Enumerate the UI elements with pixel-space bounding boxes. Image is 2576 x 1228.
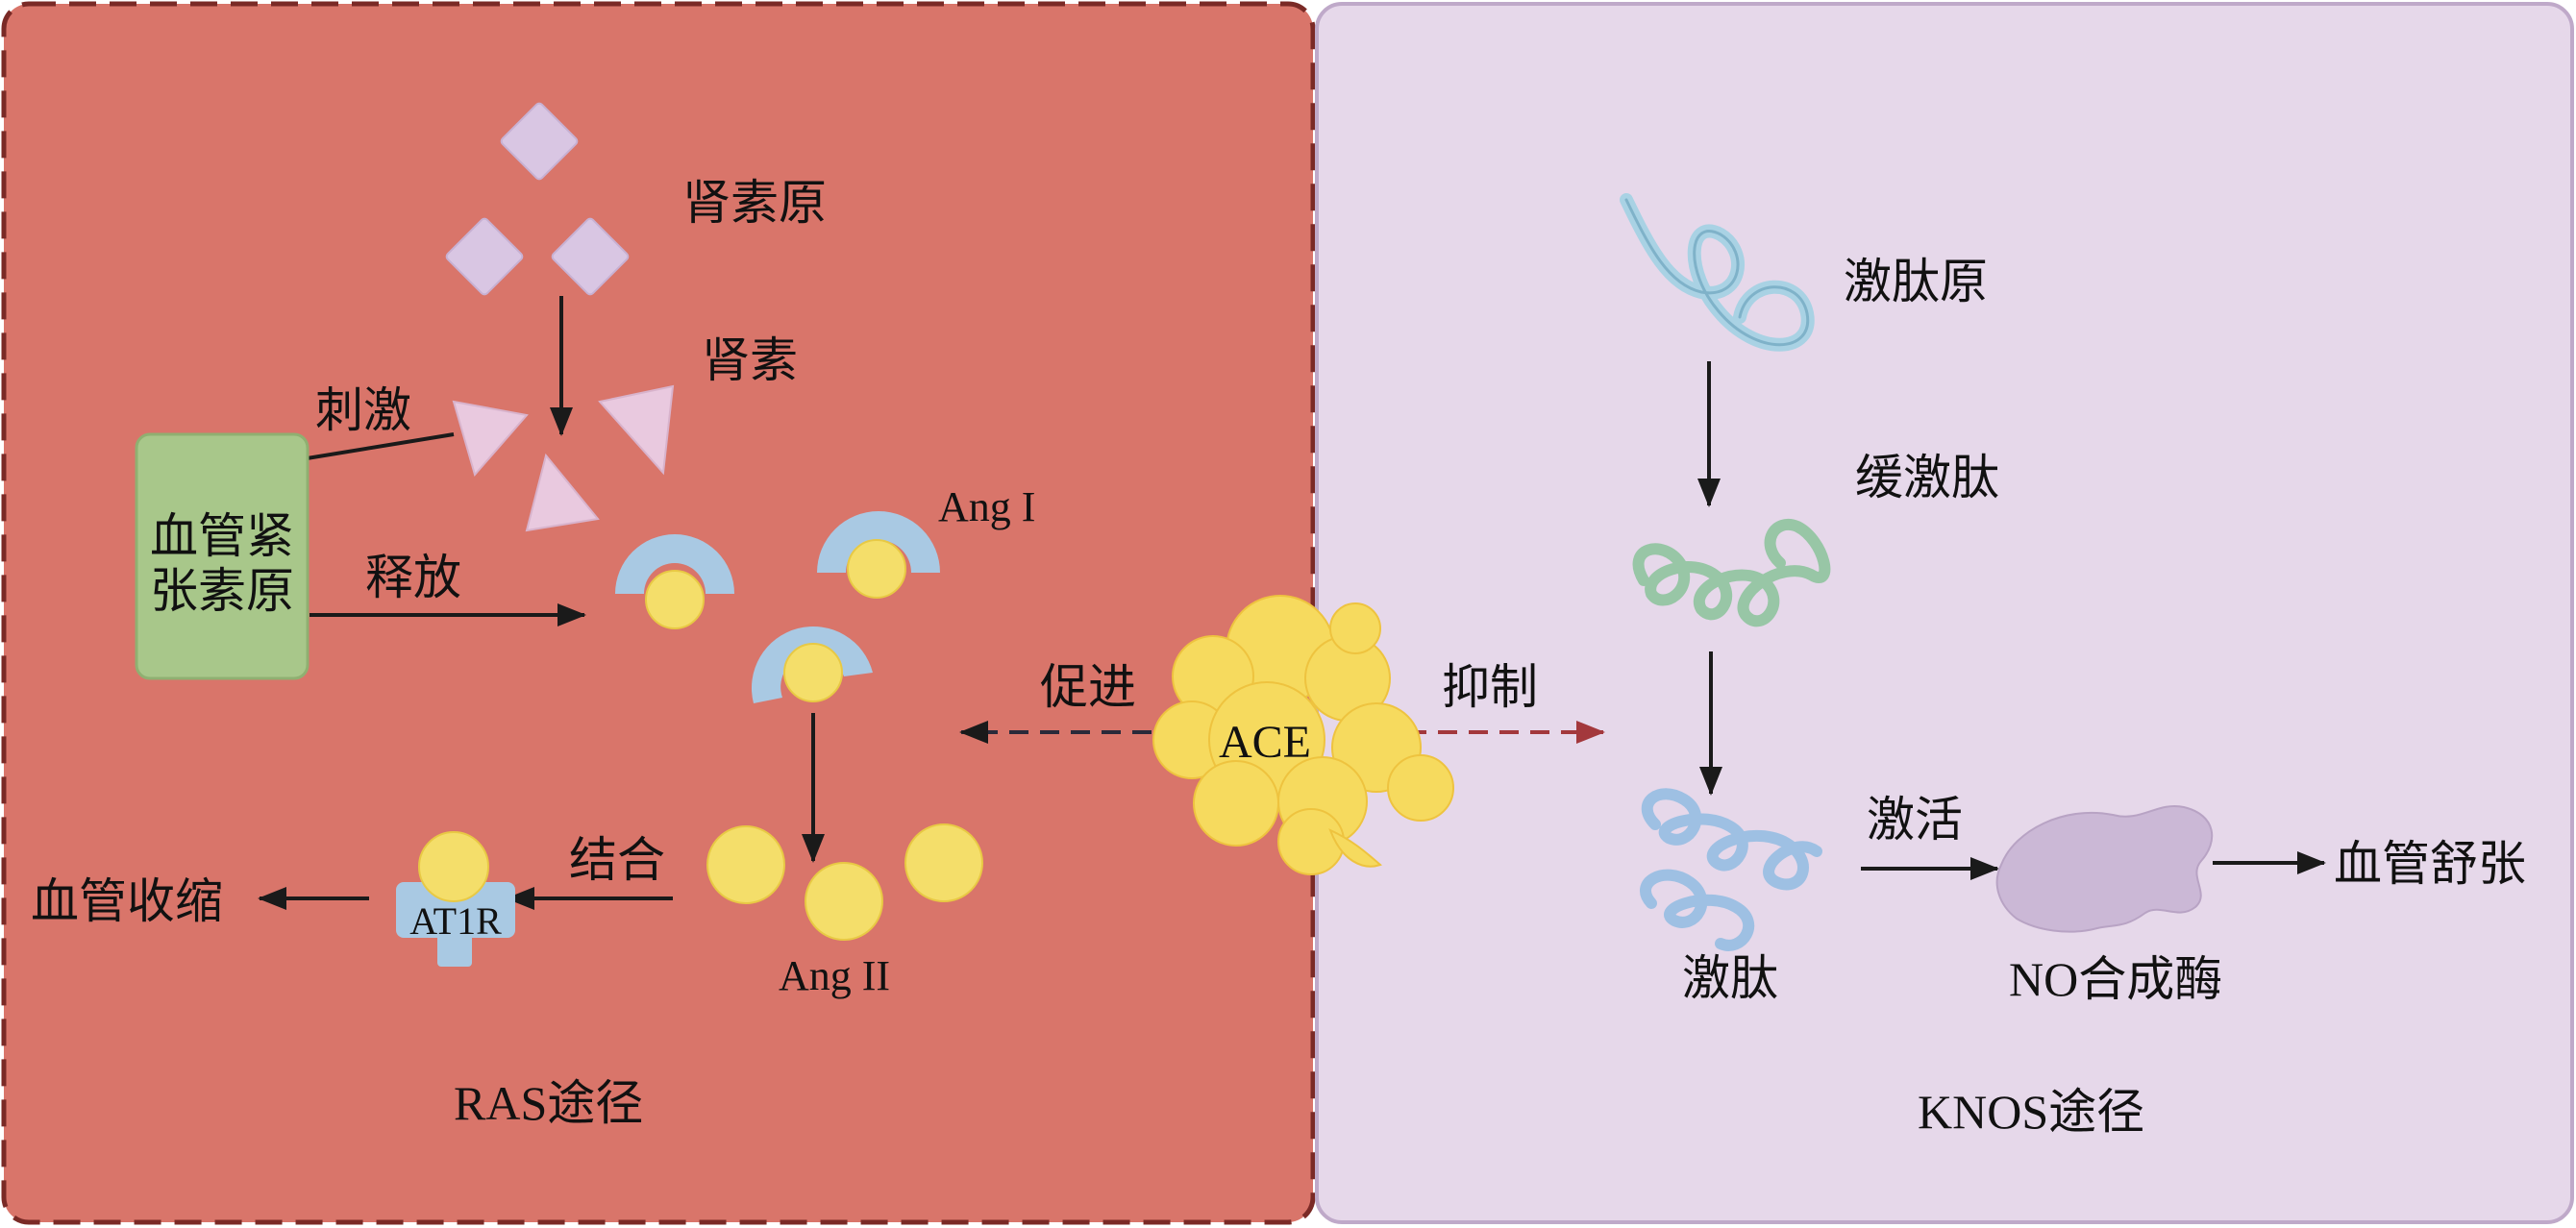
promote-label: 促进: [1040, 659, 1136, 715]
ang1-complex-b: [817, 511, 940, 599]
release-label: 释放: [365, 550, 461, 605]
no-synthase-label: NO合成酶: [2009, 952, 2222, 1006]
bind-label: 结合: [569, 832, 665, 888]
kinin-label: 激肽: [1682, 950, 1778, 1006]
renin-icon: [452, 384, 675, 532]
kininogen-label: 激肽原: [1844, 254, 1988, 309]
at1r-receptor-icon: [396, 831, 515, 967]
angiotensinogen-label-line2: 张素原: [150, 563, 294, 619]
at1r-label: AT1R: [409, 899, 502, 943]
renin-precursor-icon: [445, 102, 630, 296]
kinin-icon: [1640, 788, 1822, 951]
angiotensinogen-label-line1: 血管紧: [150, 508, 294, 564]
bradykinin-icon: [1632, 519, 1831, 627]
ang2-label: Ang II: [779, 952, 890, 999]
angiotensinogen-box: [135, 432, 310, 680]
renin-precursor-label: 肾素原: [682, 175, 827, 231]
kininogen-icon-outline: [1624, 198, 1810, 347]
knos-pathway-label: KNOS途径: [1918, 1085, 2144, 1139]
vasodilation-label: 血管舒张: [2334, 836, 2526, 892]
ang1-complex: [615, 511, 940, 703]
stimulate-label: 刺激: [315, 382, 411, 438]
renin-label: 肾素: [702, 332, 798, 388]
ang1-label: Ang I: [938, 483, 1035, 530]
ang1-complex-a: [615, 534, 734, 629]
ang1-complex-c: [751, 626, 873, 703]
ace-enzyme-icon: [1152, 595, 1454, 875]
bradykinin-label: 缓激肽: [1855, 450, 1999, 505]
ras-pathway-label: RAS途径: [454, 1076, 643, 1130]
activate-label: 激活: [1867, 792, 1963, 847]
ang2-icon: [706, 823, 983, 941]
inhibit-label: 抑制: [1442, 659, 1538, 715]
vasoconstriction-label: 血管收缩: [31, 873, 223, 929]
knos-panel: [1315, 2, 2574, 1224]
no-synthase-icon: [1995, 804, 2214, 933]
ace-label: ACE: [1219, 717, 1311, 768]
